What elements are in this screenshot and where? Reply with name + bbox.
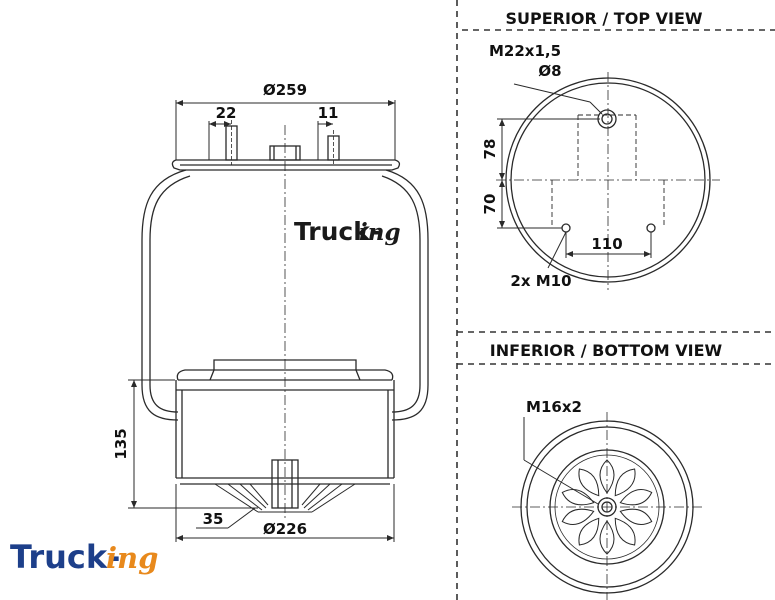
top-dimensions (497, 83, 652, 269)
piston-top (176, 369, 394, 381)
bottom-fins (214, 483, 356, 513)
bottom-view-lobe (599, 459, 615, 494)
logo-part1: Truck- (10, 538, 120, 576)
bottom-view-lobe (578, 517, 600, 546)
top-stud-left (225, 125, 238, 161)
dim-78: 78 (481, 139, 499, 160)
top-view-title: SUPERIOR / TOP VIEW (505, 9, 702, 28)
pin-label-d8: Ø8 (538, 62, 561, 80)
bottom-view-lobe (561, 489, 595, 506)
top-plate (171, 159, 401, 171)
thread-label-m16: M16x2 (526, 398, 582, 416)
bottom-view-lobe (578, 468, 600, 497)
bottom-view (512, 412, 705, 600)
brand-part1: Truck- (294, 217, 380, 246)
bottom-view-lobe (561, 508, 595, 525)
view-dividers (456, 0, 775, 600)
bottom-view-lobe (619, 508, 653, 525)
brand-mark-drawing: Truck- ing (294, 217, 401, 246)
bottom-view-lobe (599, 520, 615, 555)
dim-110: 110 (591, 235, 622, 253)
bolts-label-m10: 2x M10 (510, 272, 571, 290)
dim-diameter-259: Ø259 (263, 81, 307, 99)
logo-part2: ing (106, 541, 158, 575)
dim-diameter-226: Ø226 (263, 520, 307, 538)
dim-135: 135 (112, 428, 130, 459)
side-view (141, 120, 429, 520)
thread-label-m22: M22x1,5 (489, 42, 561, 60)
dim-11: 11 (318, 104, 339, 122)
top-view-bolt-right (646, 223, 656, 233)
bellows-outer (141, 169, 187, 421)
bottom-view-title: INFERIOR / BOTTOM VIEW (490, 341, 723, 360)
bottom-view-lobes (561, 459, 653, 555)
bottom-view-lobe (614, 517, 636, 546)
dim-35: 35 (203, 510, 224, 528)
dim-22: 22 (216, 104, 237, 122)
dim-70: 70 (481, 194, 499, 215)
top-view (496, 72, 720, 290)
brand-part2: ing (359, 219, 401, 246)
brand-logo: Truck- ing (10, 538, 158, 576)
side-dimensions (128, 100, 396, 542)
bottom-view-lobe (614, 468, 636, 497)
bottom-view-lobe (619, 489, 653, 506)
top-view-bolt-left (561, 223, 571, 233)
